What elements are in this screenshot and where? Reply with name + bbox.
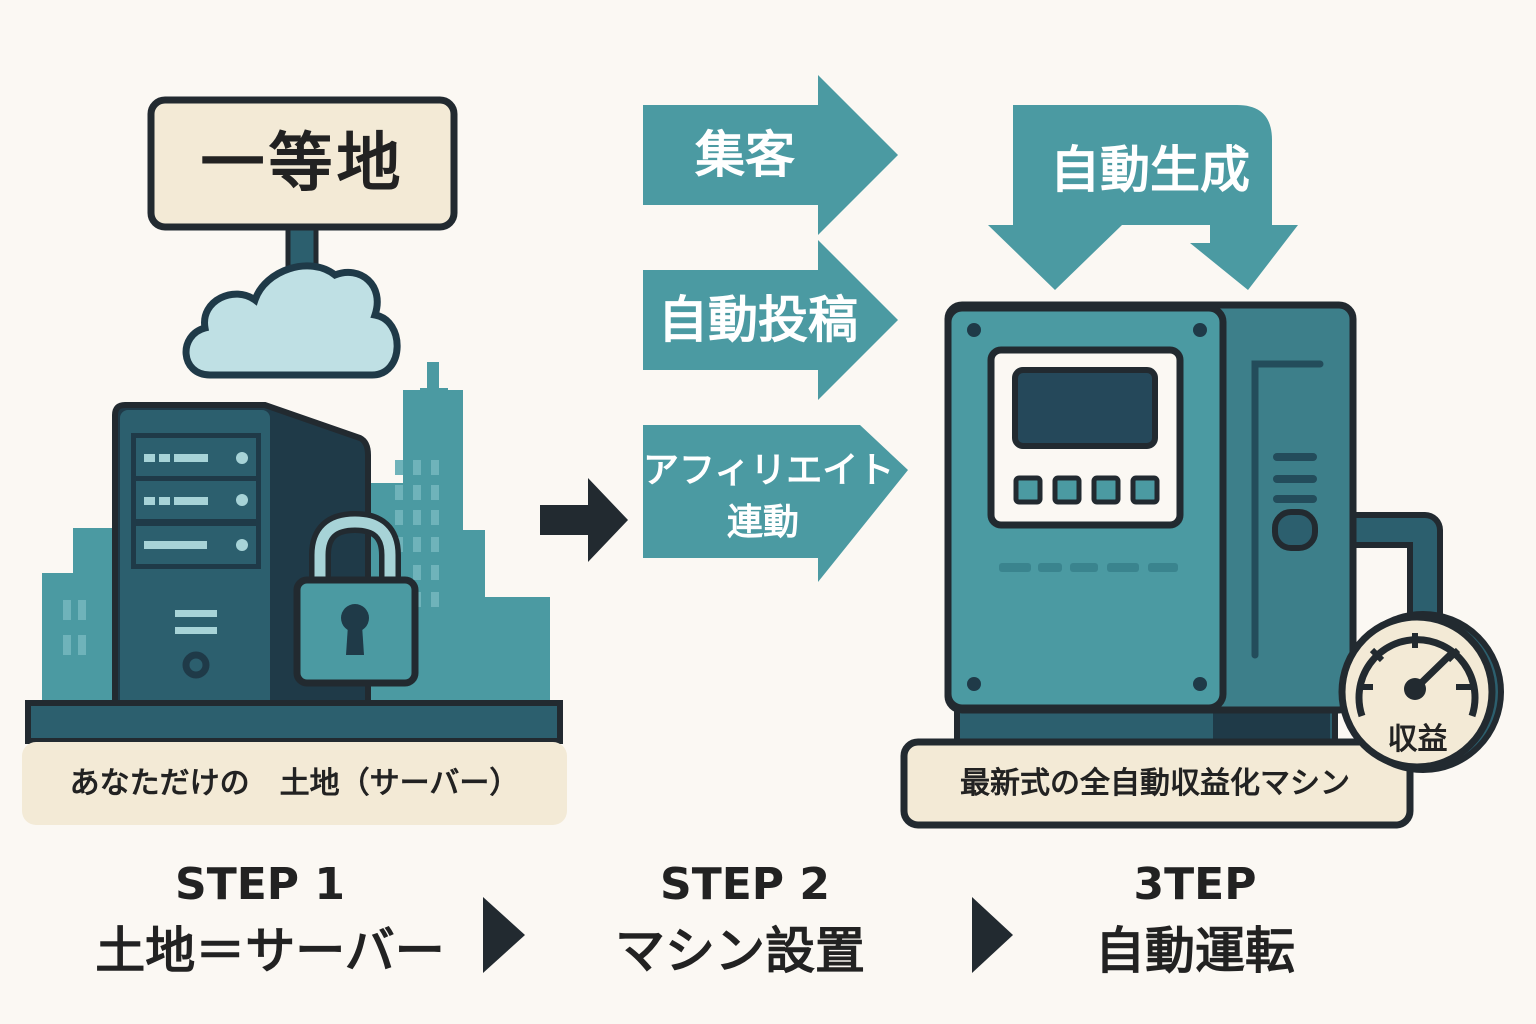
server-tower-icon bbox=[112, 402, 371, 713]
gauge-label-revenue: 収益 bbox=[1387, 722, 1448, 757]
sign-board bbox=[147, 96, 458, 231]
step-arrow-1-to-2-icon bbox=[483, 897, 525, 973]
step2-title: STEP 2 bbox=[660, 859, 830, 910]
step-arrow-2-to-3-icon bbox=[972, 897, 1013, 973]
arrow-label-attract-customers: 集客 bbox=[695, 126, 795, 184]
revenue-gauge-icon bbox=[1338, 611, 1504, 773]
arrow-label-affiliate-line1: アフィリエイト bbox=[643, 450, 895, 491]
arrow-label-auto-posting: 自動投稿 bbox=[658, 291, 858, 349]
arrow-shape-autopost bbox=[643, 240, 898, 400]
arrow-label-auto-generate: 自動生成 bbox=[1050, 141, 1250, 199]
padlock-icon bbox=[293, 510, 419, 687]
arrow-shape-auto-generate bbox=[988, 105, 1298, 290]
step1-title: STEP 1 bbox=[175, 859, 345, 910]
building-windows bbox=[63, 460, 439, 655]
arrow-label-affiliate-line2: 連動 bbox=[726, 502, 799, 543]
step1-subtitle: 土地＝サーバー bbox=[95, 922, 445, 980]
step3-title: 3TEP bbox=[1133, 859, 1257, 910]
machine-caption-panel bbox=[900, 738, 1414, 829]
machine-caption: 最新式の全自動収益化マシン bbox=[960, 766, 1350, 801]
land-caption-panel bbox=[22, 742, 567, 825]
sign-label-prime-land: 一等地 bbox=[200, 127, 405, 201]
arrow-shape-affiliate bbox=[643, 425, 908, 582]
land-caption: あなただけの 土地（サーバー） bbox=[69, 766, 520, 801]
auto-revenue-machine-icon bbox=[944, 301, 1357, 753]
arrow-shape-attract bbox=[643, 75, 898, 235]
cloud-icon bbox=[182, 262, 401, 379]
arrow-step1-to-step2-icon bbox=[540, 478, 628, 562]
server-base-platform bbox=[25, 700, 563, 744]
step2-subtitle: マシン設置 bbox=[615, 922, 865, 980]
step3-subtitle: 自動運転 bbox=[1095, 922, 1295, 980]
